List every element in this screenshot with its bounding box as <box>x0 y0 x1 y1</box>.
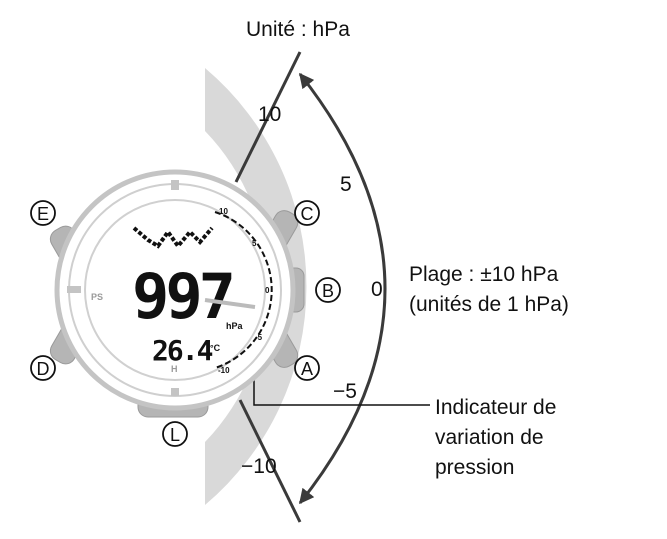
watch-dial <box>84 199 266 381</box>
temperature-unit: °C <box>210 343 221 353</box>
button-label-e: E <box>30 200 56 226</box>
button-label-b: B <box>315 277 341 303</box>
scale-tick-minus10: −10 <box>241 455 277 478</box>
scale-tick-10: 10 <box>258 103 281 126</box>
mini-scale-minus5: -5 <box>255 333 263 342</box>
pressure-value: 997 <box>132 260 232 333</box>
range-label-line1: Plage : ±10 hPa <box>409 263 559 286</box>
scale-tick-0: 0 <box>371 278 383 301</box>
ps-label: PS <box>91 292 103 302</box>
scale-tick-5: 5 <box>340 173 352 196</box>
svg-text:B: B <box>322 281 334 301</box>
bezel-markers <box>67 180 179 396</box>
indicator-label-line3: pression <box>435 456 514 479</box>
svg-text:E: E <box>37 204 49 224</box>
unit-label: Unité : hPa <box>246 18 350 41</box>
range-arrow <box>298 72 387 505</box>
mini-scale-arc <box>214 211 273 369</box>
svg-text:L: L <box>170 425 180 445</box>
scale-pointer-upper <box>234 51 302 183</box>
indicator-label-line1: Indicateur de <box>435 396 556 419</box>
svg-text:D: D <box>37 359 50 379</box>
pressure-trend-graph <box>132 226 214 250</box>
button-label-d: D <box>30 355 56 381</box>
button-label-c: C <box>294 200 320 226</box>
mini-scale-0: 0 <box>265 286 270 295</box>
mini-scale-5: 5 <box>252 239 257 248</box>
mini-scale-10: 10 <box>219 207 228 216</box>
button-label-l: L <box>162 421 188 447</box>
scale-band <box>205 68 307 505</box>
pressure-unit: hPa <box>226 321 244 331</box>
h-label: H <box>171 364 178 374</box>
temperature-value: 26.4 <box>152 334 213 367</box>
range-label-line2: (unités de 1 hPa) <box>409 293 569 316</box>
svg-text:C: C <box>301 204 314 224</box>
button-label-a: A <box>294 355 320 381</box>
scale-pointer-lower <box>238 399 302 523</box>
pressure-variation-indicator <box>204 298 256 309</box>
indicator-label-line2: variation de <box>435 426 544 449</box>
svg-text:A: A <box>301 359 313 379</box>
scale-tick-minus5: −5 <box>333 380 357 403</box>
mini-scale-minus10: -10 <box>218 366 230 375</box>
